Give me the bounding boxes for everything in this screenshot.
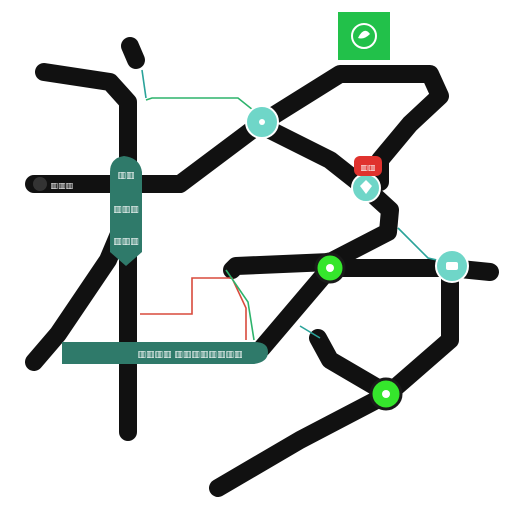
left-block-label-1: ▥▥▥ <box>113 205 139 215</box>
route-track-f <box>253 259 499 357</box>
left-terminal-dot <box>33 177 47 191</box>
green-station-left[interactable] <box>314 252 346 284</box>
dot-icon <box>259 119 265 125</box>
dot-icon <box>326 264 334 272</box>
teal-station-mid[interactable] <box>351 173 381 203</box>
bottom-banner-shape <box>62 342 268 364</box>
left-pill-shape <box>110 156 142 266</box>
bottom-banner[interactable]: ▥▥▥▥ ▥▥▥▥▥▥▥▥ <box>62 342 268 364</box>
left-terminal-label: ▥▥▥ <box>51 181 74 190</box>
teal-station-right[interactable] <box>435 249 469 283</box>
bottom-banner-label: ▥▥▥▥ ▥▥▥▥▥▥▥▥ <box>138 350 243 360</box>
red-connector <box>140 277 247 340</box>
left-terminal[interactable]: ▥▥▥ <box>33 177 73 191</box>
red-station-label: ▥▥ <box>360 163 375 172</box>
bus-icon <box>446 262 458 270</box>
red-station-shape <box>354 156 382 176</box>
dot-icon <box>382 390 390 398</box>
left-pill-label: ▥▥ <box>117 171 134 181</box>
leaf-icon <box>358 30 370 39</box>
pin-icon <box>360 180 372 194</box>
red-station[interactable]: ▥▥ <box>354 156 382 176</box>
top-badge[interactable] <box>338 12 390 60</box>
route-track-c <box>223 115 399 279</box>
route-track-h <box>309 329 397 403</box>
green-connector-2 <box>225 269 255 341</box>
left-station-pill[interactable]: ▥▥ ▥▥▥ ▥▥▥ <box>110 156 142 266</box>
route-track-b <box>25 65 449 193</box>
green-connector <box>145 97 259 115</box>
teal-connector-3 <box>299 325 321 339</box>
left-block-label-2: ▥▥▥ <box>113 237 139 247</box>
route-track-a <box>35 63 137 441</box>
route-track-g <box>209 261 459 497</box>
route-track-e <box>121 37 145 69</box>
green-station-bottom[interactable] <box>369 377 403 411</box>
teal-connector <box>141 69 147 99</box>
teal-station-top[interactable] <box>245 105 279 139</box>
leaf-circle-icon <box>351 23 377 49</box>
